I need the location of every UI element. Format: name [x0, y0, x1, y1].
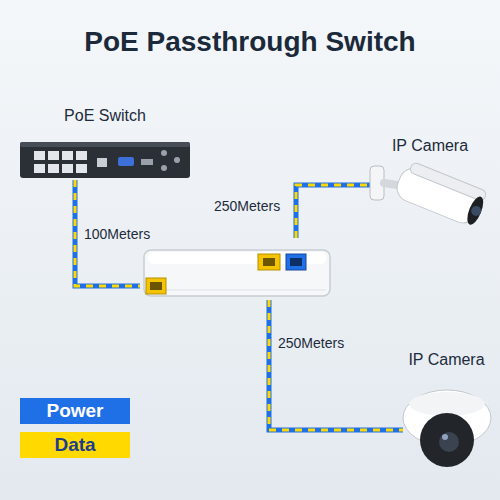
device-node: PoE Switch: [20, 106, 190, 180]
poe-cable: [296, 185, 370, 238]
port-slot: [290, 258, 302, 266]
power-line: [269, 300, 403, 430]
input-port: [146, 278, 166, 294]
power-line: [296, 185, 370, 238]
rj45-port: [62, 151, 73, 160]
output-port: [258, 254, 280, 270]
bullet-camera: [370, 159, 489, 228]
legend-swatch: Data: [20, 432, 130, 458]
legend-swatch: Power: [20, 398, 130, 424]
rj45-port: [76, 164, 87, 173]
box-body: [144, 250, 330, 296]
device-label: IP Camera: [403, 350, 490, 369]
dome-top: [409, 392, 485, 416]
legend-text: Data: [54, 434, 95, 456]
box-edge: [150, 290, 326, 291]
audio-jack: [161, 150, 167, 156]
poe-switch-unit: [20, 142, 190, 178]
lens-glint: [442, 434, 448, 440]
rj45-port: [48, 164, 59, 173]
dome-camera: [403, 390, 491, 467]
data-line: [296, 185, 370, 238]
vga-port: [118, 157, 134, 166]
rj45-port: [62, 164, 73, 173]
hdmi-port: [141, 159, 153, 165]
legend-text: Power: [46, 400, 103, 422]
switch-top-edge: [20, 142, 190, 147]
port-slot: [263, 258, 275, 266]
camera-front: [464, 194, 486, 226]
audio-jack: [161, 165, 167, 171]
cable-length: 100Meters: [84, 226, 150, 242]
diagram-title: PoE Passthrough Switch: [0, 26, 500, 58]
cable-length: 250Meters: [214, 198, 280, 214]
rj45-port: [48, 151, 59, 160]
device-node: [140, 238, 332, 300]
rj45-port: [76, 151, 87, 160]
rj45-port: [34, 151, 45, 160]
camera-lens: [439, 432, 459, 452]
power-jack: [174, 157, 180, 163]
data-line: [269, 300, 403, 430]
port-slot: [150, 282, 162, 290]
poe-cable: [269, 300, 403, 430]
device-label: PoE Switch: [20, 106, 190, 125]
sun-shield: [409, 162, 487, 202]
output-port: [286, 254, 306, 270]
rj45-port: [34, 164, 45, 173]
cable-length: 250Meters: [278, 335, 344, 351]
device-node: IP Camera: [403, 350, 490, 475]
camera-lens: [470, 204, 483, 217]
passthrough-box: [144, 250, 330, 296]
switch-body: [20, 142, 190, 178]
device-node: IP Camera: [370, 136, 490, 246]
device-label: IP Camera: [370, 136, 490, 155]
uplink-port: [97, 158, 107, 167]
camera-body: [393, 159, 489, 228]
dome-bubble: [420, 413, 474, 467]
